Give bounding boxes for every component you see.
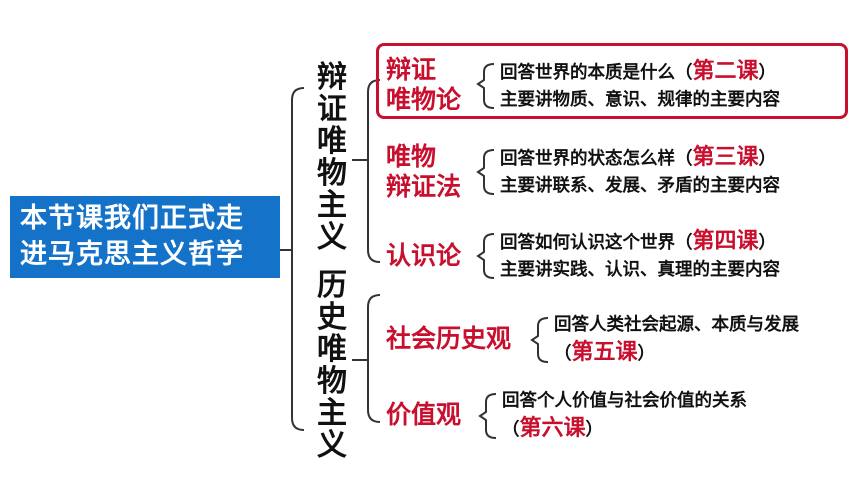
- text-span: ）: [637, 344, 656, 364]
- topic-social-history-view: 社会历史观: [386, 324, 512, 353]
- topic-dialectical-materialism: 辩证 唯物论: [386, 55, 461, 115]
- desc-line-2: 主要讲联系、发展、矛盾的主要内容: [500, 176, 780, 196]
- desc-line-2: 主要讲物质、意识、规律的主要内容: [500, 90, 780, 110]
- desc-brace-5: [478, 393, 497, 439]
- lesson-label: 第五课: [571, 340, 638, 365]
- desc-line-1: 回答世界的状态怎么样（第三课）: [500, 144, 780, 173]
- desc-line-1: 回答个人价值与社会价值的关系: [502, 391, 747, 411]
- desc-line-1: 回答世界的本质是什么（第二课）: [500, 58, 780, 87]
- lesson-label: 第三课: [692, 145, 759, 170]
- topic-desc-1: 回答世界的本质是什么（第二课） 主要讲物质、意识、规律的主要内容: [500, 58, 780, 114]
- text-span: （: [502, 420, 520, 440]
- topic-title-line1: 唯物: [386, 142, 437, 171]
- highlight-box: [376, 43, 848, 119]
- desc-line-2: （第六课）: [502, 415, 747, 444]
- topic-desc-2: 回答世界的状态怎么样（第三课） 主要讲联系、发展、矛盾的主要内容: [500, 144, 780, 200]
- topic-bracket-2: [367, 294, 381, 423]
- desc-line-2: 主要讲实践、认识、真理的主要内容: [500, 260, 780, 280]
- text-span: ）: [758, 233, 777, 253]
- branch-historical-materialism: 历史唯物主义: [317, 268, 347, 463]
- desc-brace-4: [530, 317, 549, 363]
- branch-bracket: [291, 87, 305, 431]
- text-span: （: [554, 344, 572, 364]
- desc-brace-2: [476, 149, 495, 195]
- text-span: ）: [585, 420, 604, 440]
- desc-brace-1: [476, 63, 495, 109]
- topic-title-line2: 唯物论: [386, 85, 462, 114]
- topic-desc-5: 回答个人价值与社会价值的关系 （第六课）: [502, 388, 747, 444]
- lesson-label: 第四课: [692, 229, 759, 254]
- text-span: 回答如何认识这个世界（: [500, 233, 693, 253]
- text-span: 回答世界的状态怎么样（: [500, 149, 693, 169]
- text-span: 回答世界的本质是什么（: [500, 63, 693, 83]
- topic-values-view: 价值观: [386, 400, 462, 429]
- text-span: ）: [758, 63, 777, 83]
- main-title-box: 本节课我们正式走进马克思主义哲学: [10, 196, 280, 278]
- lesson-label: 第二课: [692, 59, 759, 84]
- desc-line-1: 回答如何认识这个世界（第四课）: [500, 228, 780, 257]
- topic-title-line2: 辩证法: [386, 172, 462, 201]
- topic-desc-3: 回答如何认识这个世界（第四课） 主要讲实践、认识、真理的主要内容: [500, 228, 780, 284]
- topic-bracket-1: [367, 79, 381, 263]
- desc-line-2: （第五课）: [554, 339, 799, 368]
- desc-brace-3: [476, 233, 495, 279]
- main-title: 本节课我们正式走进马克思主义哲学: [20, 203, 244, 270]
- lesson-label: 第六课: [519, 416, 586, 441]
- topic-title-line1: 辩证: [386, 55, 437, 84]
- text-span: ）: [758, 149, 777, 169]
- branch-dialectical-materialism: 辩证唯物主义: [317, 60, 347, 255]
- topic-desc-4: 回答人类社会起源、本质与发展 （第五课）: [554, 312, 799, 368]
- desc-line-1: 回答人类社会起源、本质与发展: [554, 315, 799, 335]
- topic-epistemology: 认识论: [386, 241, 462, 270]
- topic-materialist-dialectics: 唯物 辩证法: [386, 142, 461, 202]
